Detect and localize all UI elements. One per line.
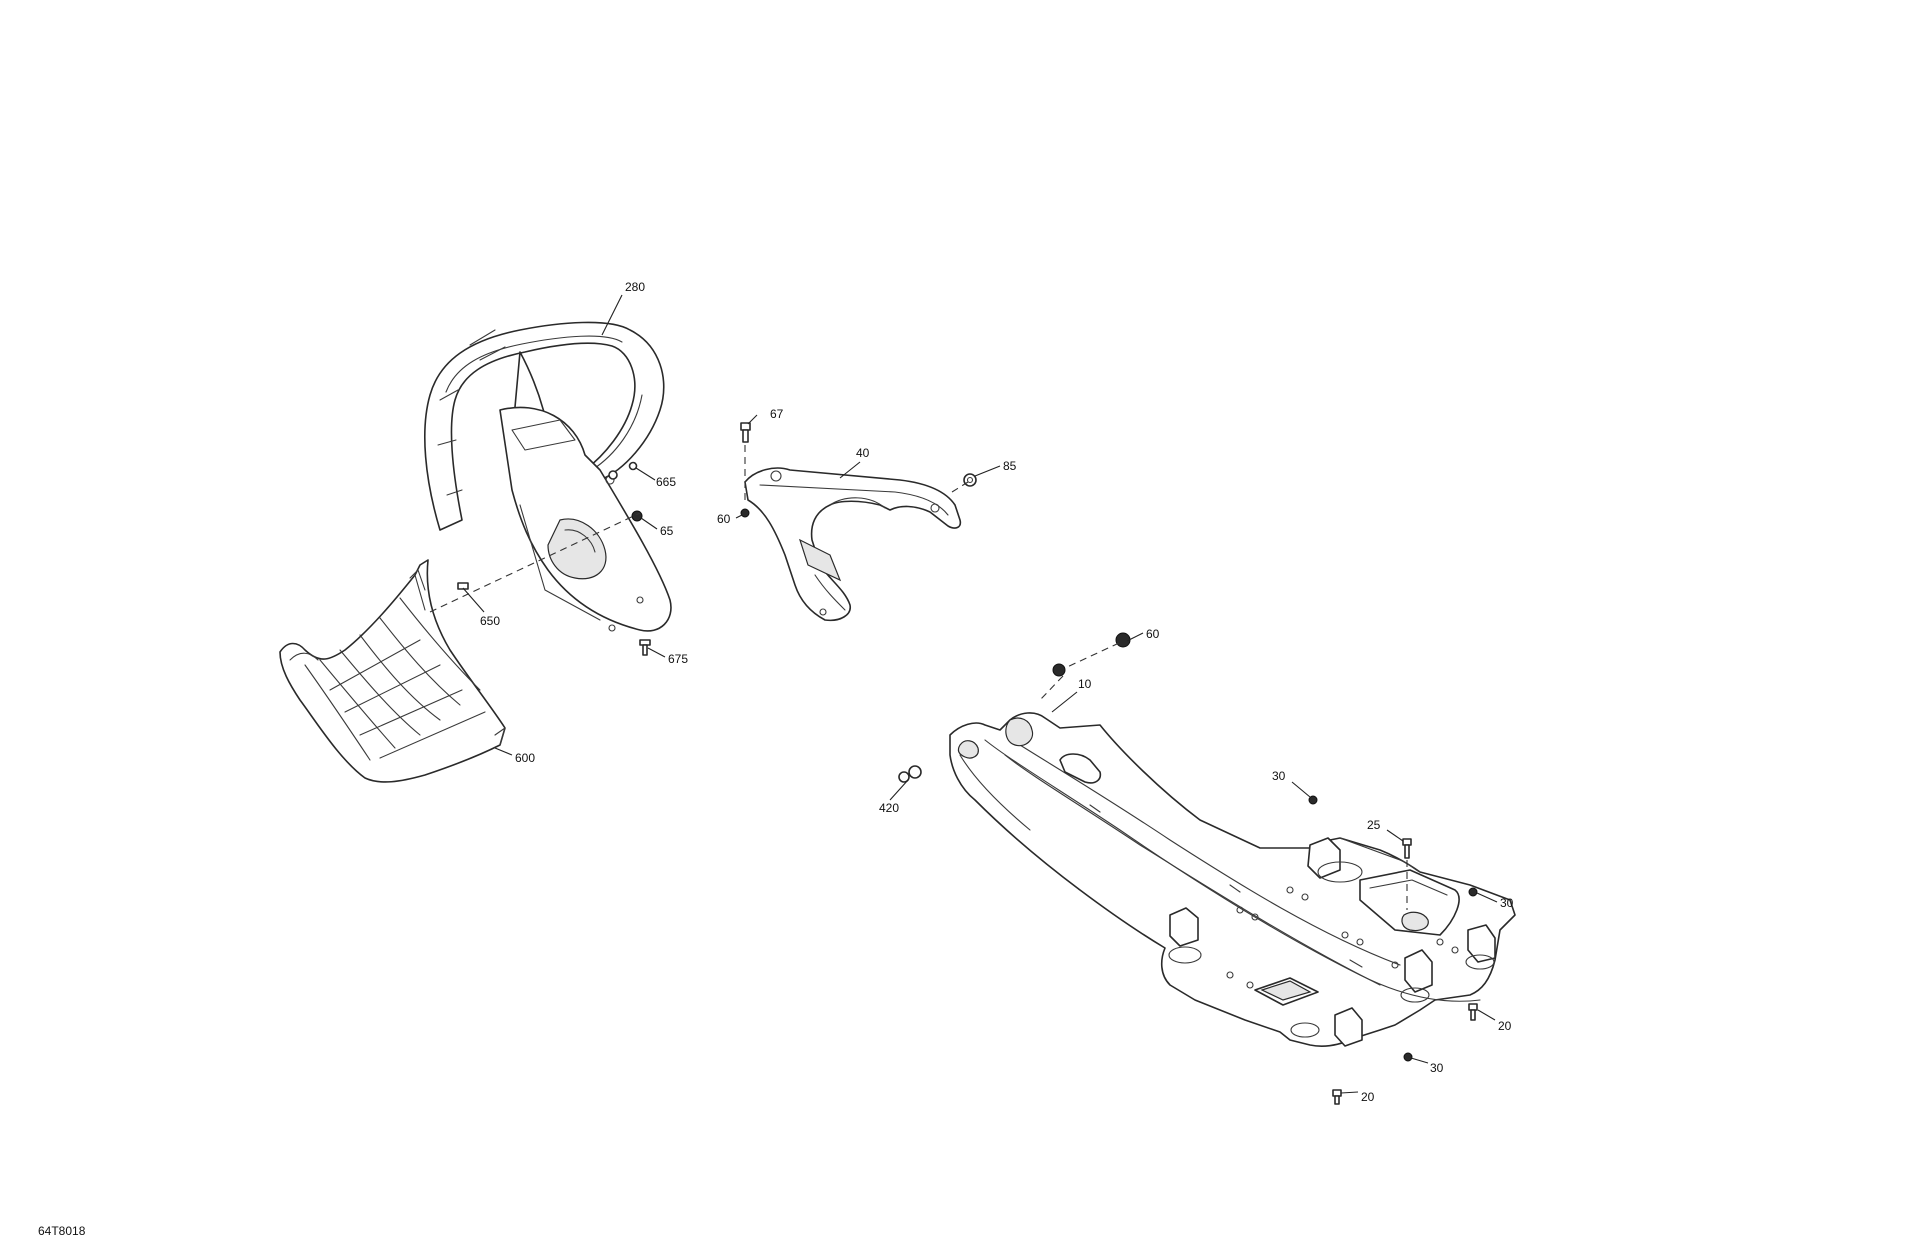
callout-25: 25 (1367, 818, 1381, 832)
fastener-665-washer[interactable] (608, 461, 638, 480)
fastener-650-clip[interactable] (457, 582, 469, 590)
part-40-bracket[interactable] (744, 467, 962, 622)
fastener-85-nut[interactable] (963, 473, 977, 487)
part-10-skid-plate[interactable] (949, 712, 1516, 1047)
fastener-420-bolt[interactable] (898, 765, 922, 783)
callout-20-bottom: 20 (1361, 1090, 1375, 1104)
callout-67: 67 (770, 407, 784, 421)
callout-65: 65 (660, 524, 674, 538)
fastener-675-screw[interactable] (639, 639, 651, 656)
callout-30-bottom: 30 (1430, 1061, 1444, 1075)
callout-30-top: 30 (1272, 769, 1286, 783)
part-600-front-guard[interactable] (279, 559, 506, 783)
fastener-60-nut-skid[interactable] (1052, 632, 1131, 677)
part-280-bumper[interactable] (424, 321, 672, 632)
callout-280: 280 (625, 280, 645, 294)
callout-60-skid: 60 (1146, 627, 1160, 641)
callout-60-bracket: 60 (717, 512, 731, 526)
fastener-67-bolt[interactable] (740, 422, 751, 443)
callout-40: 40 (856, 446, 870, 460)
fastener-65-nut[interactable] (631, 510, 643, 522)
callout-20-right: 20 (1498, 1019, 1512, 1033)
callout-650: 650 (480, 614, 500, 628)
callout-600: 600 (515, 751, 535, 765)
callout-665: 665 (656, 475, 676, 489)
callout-30-right: 30 (1500, 896, 1514, 910)
callout-10: 10 (1078, 677, 1092, 691)
callout-420: 420 (879, 801, 899, 815)
diagram-code: 64T8018 (38, 1224, 86, 1238)
callout-675: 675 (668, 652, 688, 666)
fastener-20-bolt[interactable] (1332, 1003, 1478, 1105)
fastener-25-bolt[interactable] (1402, 838, 1412, 859)
callout-85: 85 (1003, 459, 1017, 473)
fastener-30-nut[interactable] (1308, 795, 1478, 1062)
fastener-60-nut-bracket[interactable] (740, 508, 750, 518)
